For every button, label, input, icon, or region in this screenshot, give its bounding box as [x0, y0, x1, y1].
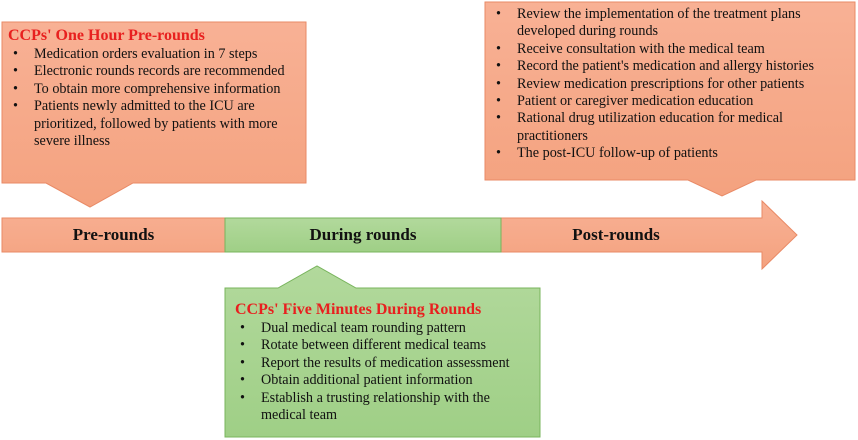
- during-rounds-item: Obtain additional patient information: [240, 372, 534, 390]
- post-rounds-item: Review medication prescriptions for othe…: [496, 76, 855, 94]
- stage-label-post-rounds: Post-rounds: [572, 225, 660, 244]
- pre-rounds-item: Medication orders evaluation in 7 steps: [13, 46, 304, 64]
- pre-rounds-title: CCPs' One Hour Pre-rounds: [8, 27, 205, 44]
- pre-rounds-item: Electronic rounds records are recommende…: [13, 63, 304, 81]
- during-rounds-item: Establish a trusting relationship with t…: [240, 390, 534, 425]
- during-rounds-item: Report the results of medication assessm…: [240, 355, 534, 373]
- post-rounds-item: Patient or caregiver medication educatio…: [496, 93, 855, 111]
- during-rounds-segment-shape: [224, 217, 502, 253]
- post-rounds-box: Review the implementation of the treatme…: [487, 6, 855, 163]
- during-rounds-box: CCPs' Five Minutes During Rounds Dual me…: [229, 300, 534, 424]
- pre-rounds-list: Medication orders evaluation in 7 steps …: [8, 46, 304, 150]
- pre-rounds-item: Patients newly admitted to the ICU are p…: [13, 98, 304, 150]
- post-rounds-item: Rational drug utilization education for …: [496, 110, 855, 145]
- during-rounds-item: Rotate between different medical teams: [240, 337, 534, 355]
- stage-label-pre-rounds: Pre-rounds: [72, 225, 155, 244]
- during-rounds-list: Dual medical team rounding pattern Rotat…: [229, 320, 534, 424]
- post-rounds-item: The post-ICU follow-up of patients: [496, 145, 855, 163]
- post-rounds-item: Record the patient's medication and alle…: [496, 58, 855, 76]
- stage-label-during-rounds: During rounds: [309, 225, 417, 244]
- during-rounds-item: Dual medical team rounding pattern: [240, 320, 534, 338]
- during-rounds-title: CCPs' Five Minutes During Rounds: [235, 301, 482, 318]
- post-rounds-list: Review the implementation of the treatme…: [487, 6, 855, 163]
- pre-rounds-item: To obtain more comprehensive information: [13, 81, 304, 99]
- pre-rounds-box: CCPs' One Hour Pre-rounds Medication ord…: [8, 26, 304, 150]
- post-rounds-item: Review the implementation of the treatme…: [496, 6, 855, 41]
- post-rounds-item: Receive consultation with the medical te…: [496, 41, 855, 59]
